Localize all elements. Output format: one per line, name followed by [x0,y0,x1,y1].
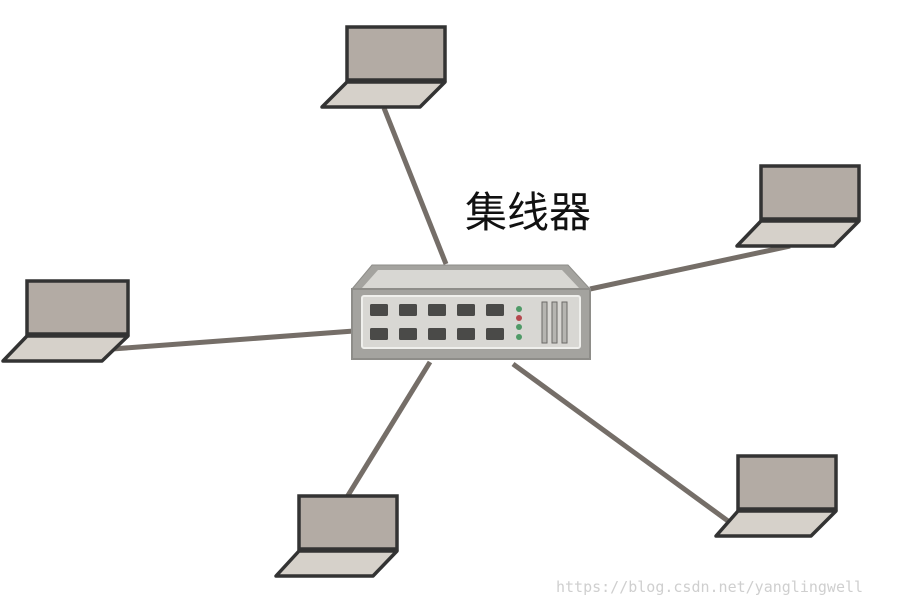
hub-vents [541,301,568,344]
hub-top-inner [362,270,579,288]
hub-port [399,328,417,340]
laptop-base [735,219,861,248]
laptop-screen [25,279,130,336]
laptop-screen [736,454,838,511]
hub-port [399,304,417,316]
laptop-left [1,279,130,363]
laptop-bottom-left [274,494,399,578]
led-green [516,324,522,330]
hub-label: 集线器 [465,188,591,237]
led-green [516,306,522,312]
cables [111,107,791,524]
laptop-base [1,334,130,363]
hub-device [350,264,592,360]
cable-bottom-right [511,361,730,524]
laptop-right-upper [735,164,861,248]
laptop-base [274,549,399,578]
hub-port [370,328,388,340]
cable-right-upper [589,243,791,292]
laptop-screen [345,25,447,82]
hub-port [486,304,504,316]
cable-top [381,107,449,265]
hub-vent [561,301,568,344]
laptop-top [320,25,447,109]
laptop-bottom-right [714,454,838,538]
hub-port [370,304,388,316]
hub-vent [551,301,558,344]
led-red [516,315,522,321]
laptop-screen [759,164,861,221]
hub-port [457,328,475,340]
laptop-base [320,80,447,109]
led-green [516,334,522,340]
laptop-base [714,509,838,538]
hub-port [428,304,446,316]
laptop-screen [297,494,399,551]
hub-vent [541,301,548,344]
hub-ports [370,304,504,340]
cable-bottom-left [344,360,433,499]
hub-port [428,328,446,340]
hub-leds [516,306,522,340]
cable-left [111,328,355,352]
hub-port [486,328,504,340]
hub-port [457,304,475,316]
watermark: https://blog.csdn.net/yanglingwell [556,578,863,596]
